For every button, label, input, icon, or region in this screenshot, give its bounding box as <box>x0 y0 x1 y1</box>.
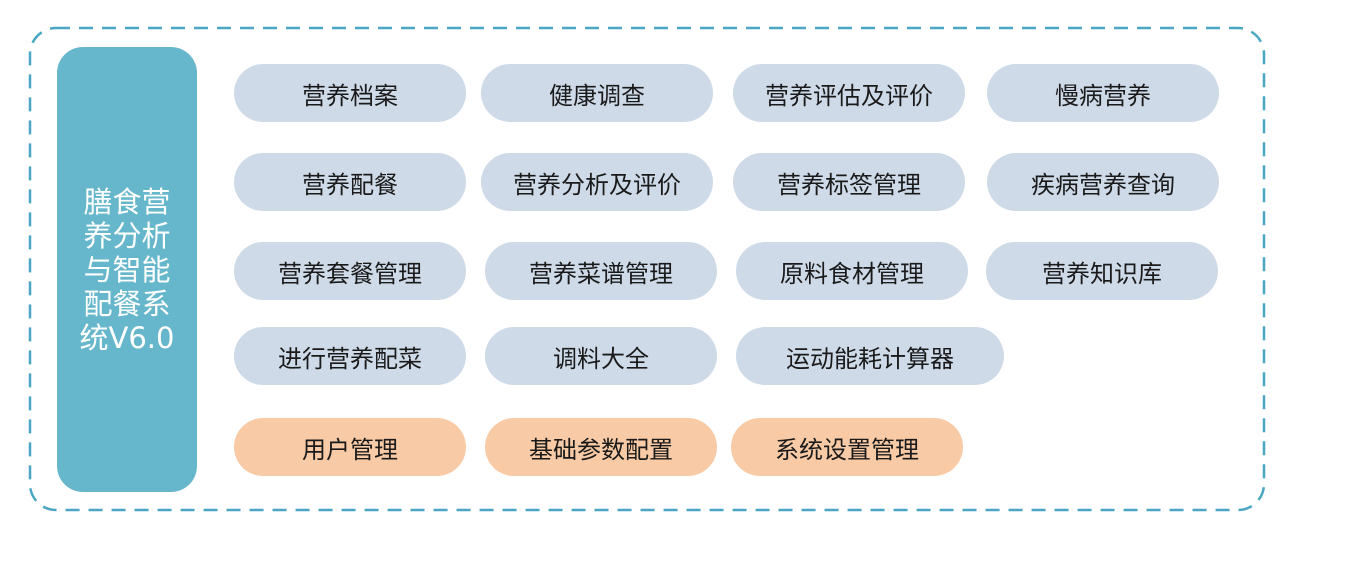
module-recipe-management[interactable]: 营养菜谱管理 <box>485 242 717 300</box>
system-title: 膳食营养分析与智能配餐系统V6.0 <box>79 184 175 355</box>
admin-user-management[interactable]: 用户管理 <box>234 418 466 476</box>
system-title-panel: 膳食营养分析与智能配餐系统V6.0 <box>57 47 197 492</box>
module-nutrition-label[interactable]: 营养标签管理 <box>733 153 965 211</box>
module-dish-pairing[interactable]: 进行营养配菜 <box>234 327 466 385</box>
module-exercise-calculator[interactable]: 运动能耗计算器 <box>736 327 1004 385</box>
module-seasoning-encyclopedia[interactable]: 调料大全 <box>485 327 717 385</box>
admin-system-settings[interactable]: 系统设置管理 <box>731 418 963 476</box>
admin-base-parameters[interactable]: 基础参数配置 <box>485 418 717 476</box>
module-ingredient-management[interactable]: 原料食材管理 <box>736 242 968 300</box>
module-chronic-disease-nutrition[interactable]: 慢病营养 <box>987 64 1219 122</box>
module-nutrition-analysis[interactable]: 营养分析及评价 <box>481 153 713 211</box>
module-nutrition-knowledge[interactable]: 营养知识库 <box>986 242 1218 300</box>
module-nutrition-profile[interactable]: 营养档案 <box>234 64 466 122</box>
module-health-survey[interactable]: 健康调查 <box>481 64 713 122</box>
module-nutrition-assessment[interactable]: 营养评估及评价 <box>733 64 965 122</box>
module-disease-nutrition-query[interactable]: 疾病营养查询 <box>987 153 1219 211</box>
module-meal-planning[interactable]: 营养配餐 <box>234 153 466 211</box>
module-meal-set-management[interactable]: 营养套餐管理 <box>234 242 466 300</box>
